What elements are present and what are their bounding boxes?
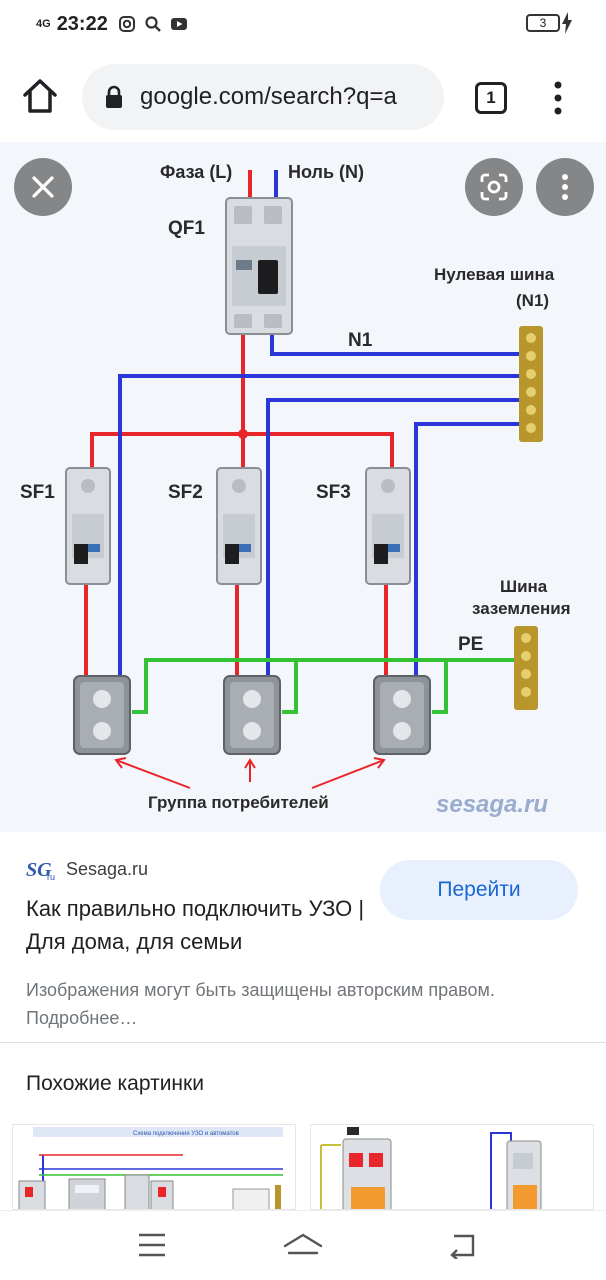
search-icon (145, 16, 161, 32)
breaker-sf2 (216, 467, 262, 585)
socket-1 (73, 675, 131, 755)
charging-icon (562, 12, 572, 34)
label-qf1: QF1 (168, 218, 205, 239)
consumer-arrows (114, 757, 386, 789)
close-button[interactable] (14, 158, 72, 216)
label-neutral: Ноль (N) (288, 162, 364, 182)
label-consumers: Группа потребителей (148, 793, 329, 812)
more-vertical-icon[interactable] (548, 80, 568, 116)
ground-bus-bar (514, 626, 538, 710)
site-logo: SG ru (26, 859, 55, 882)
divider (0, 1042, 606, 1043)
home-nav-icon[interactable] (282, 1231, 324, 1261)
ground-wires (132, 658, 520, 714)
youtube-icon (170, 18, 187, 30)
socket-2 (223, 675, 281, 755)
lens-button[interactable] (465, 158, 523, 216)
lock-icon (106, 85, 122, 108)
label-n1: N1 (348, 330, 373, 351)
source-name: Sesaga.ru (66, 858, 149, 879)
close-icon (32, 176, 54, 198)
lens-icon (480, 173, 508, 201)
visit-button[interactable]: Перейти (380, 860, 578, 920)
related-thumb-2[interactable] (310, 1124, 594, 1210)
label-ground-bus-2: заземления (472, 599, 571, 618)
label-phase: Фаза (L) (160, 162, 232, 182)
label-sf2: SF2 (168, 482, 203, 503)
tab-count: 1 (486, 88, 496, 107)
label-neutral-bus-2: (N1) (516, 291, 549, 310)
url-text: google.com/search?q=a (140, 83, 397, 110)
image-viewer[interactable]: Фаза (L) Ноль (N) QF1 Нулевая шина (N1) … (0, 142, 606, 832)
back-icon[interactable] (446, 1231, 478, 1259)
watermark: sesaga.ru (436, 791, 548, 818)
copyright-notice[interactable]: Изображения могут быть защищены авторски… (26, 980, 495, 1028)
wiring-diagram: Фаза (L) Ноль (N) QF1 Нулевая шина (N1) … (20, 162, 571, 818)
battery-icon: 3 (526, 14, 560, 32)
thumb-2-image (320, 1127, 542, 1209)
status-time: 23:22 (56, 12, 108, 35)
more-vertical-icon (562, 174, 568, 200)
tab-switcher-button[interactable]: 1 (475, 82, 507, 114)
label-pe: PE (458, 634, 483, 655)
neutral-wires (118, 170, 524, 678)
svg-text:ru: ru (47, 872, 55, 882)
label-sf1: SF1 (20, 482, 55, 503)
status-bar: 4G 23:22 (0, 0, 606, 48)
label-ground-bus-1: Шина (500, 577, 548, 596)
more-options-button[interactable] (536, 158, 594, 216)
recent-apps-icon[interactable] (136, 1231, 168, 1259)
svg-text:SG: SG (26, 859, 52, 881)
neutral-bus-bar (519, 326, 543, 442)
home-icon[interactable] (20, 76, 60, 116)
network-indicator: 4G (36, 17, 51, 30)
breaker-sf1 (65, 467, 111, 585)
label-neutral-bus-1: Нулевая шина (434, 265, 555, 284)
socket-3 (373, 675, 431, 755)
source[interactable]: SG ru Sesaga.ru (26, 856, 149, 883)
result-details: SG ru Sesaga.ru Как правильно подключить… (0, 832, 606, 1042)
thumb-1-image: Схема подключения УЗО и автоматов (18, 1127, 283, 1209)
browser-toolbar: google.com/search?q=a 1 (0, 56, 606, 142)
rcd-qf1 (225, 197, 293, 335)
url-bar[interactable]: google.com/search?q=a (82, 64, 444, 130)
related-thumb-1[interactable]: Схема подключения УЗО и автоматов (12, 1124, 296, 1210)
instagram-icon (118, 16, 135, 32)
breaker-sf3 (365, 467, 411, 585)
battery-level: 3 (539, 16, 547, 30)
thumb-1-caption: Схема подключения УЗО и автоматов (133, 1131, 239, 1137)
system-navigation-bar (0, 1210, 606, 1280)
label-sf3: SF3 (316, 482, 351, 503)
related-heading: Похожие картинки (26, 1072, 204, 1095)
result-title[interactable]: Как правильно подключить УЗО | Для дома,… (26, 896, 365, 954)
